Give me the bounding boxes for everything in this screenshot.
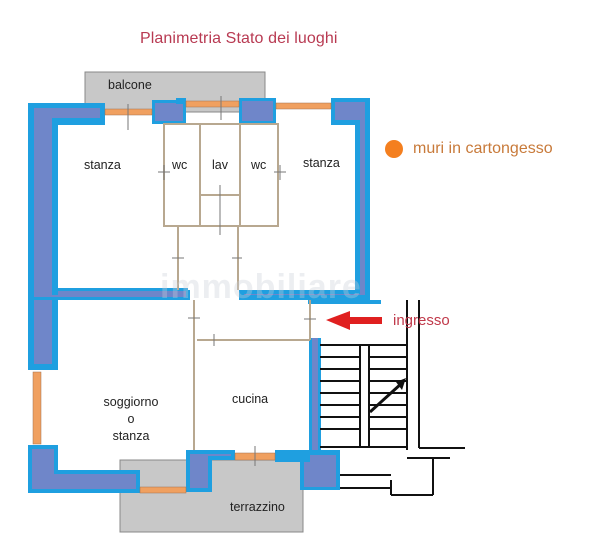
walls	[28, 98, 381, 493]
soggiorno-line-3: stanza	[112, 429, 150, 443]
door-marks	[127, 96, 316, 466]
staircase	[320, 300, 465, 496]
watermark: immobiliare	[160, 268, 362, 306]
room-label-terrazzino: terrazzino	[230, 500, 285, 514]
room-label-stanza-left: stanza	[84, 158, 121, 172]
room-label-cucina: cucina	[232, 392, 269, 406]
entrance-arrow-icon	[326, 311, 382, 330]
orange-dot-icon	[385, 140, 403, 158]
soggiorno-line-1: soggiorno	[103, 395, 159, 409]
room-label-lav: lav	[212, 158, 228, 172]
legend-text: muri in cartongesso	[413, 140, 553, 157]
room-label-stanza-right: stanza	[303, 156, 340, 170]
room-label-wc-right: wc	[251, 158, 267, 172]
soggiorno-line-2: o	[127, 412, 135, 426]
room-label-soggiorno: soggiorno o stanza	[96, 394, 166, 445]
room-label-wc-left: wc	[172, 158, 188, 172]
legend: muri in cartongesso	[385, 140, 553, 158]
room-label-balcone: balcone	[108, 78, 152, 92]
entrance-label: ingresso	[393, 312, 450, 329]
page-title: Planimetria Stato dei luoghi	[140, 30, 338, 47]
